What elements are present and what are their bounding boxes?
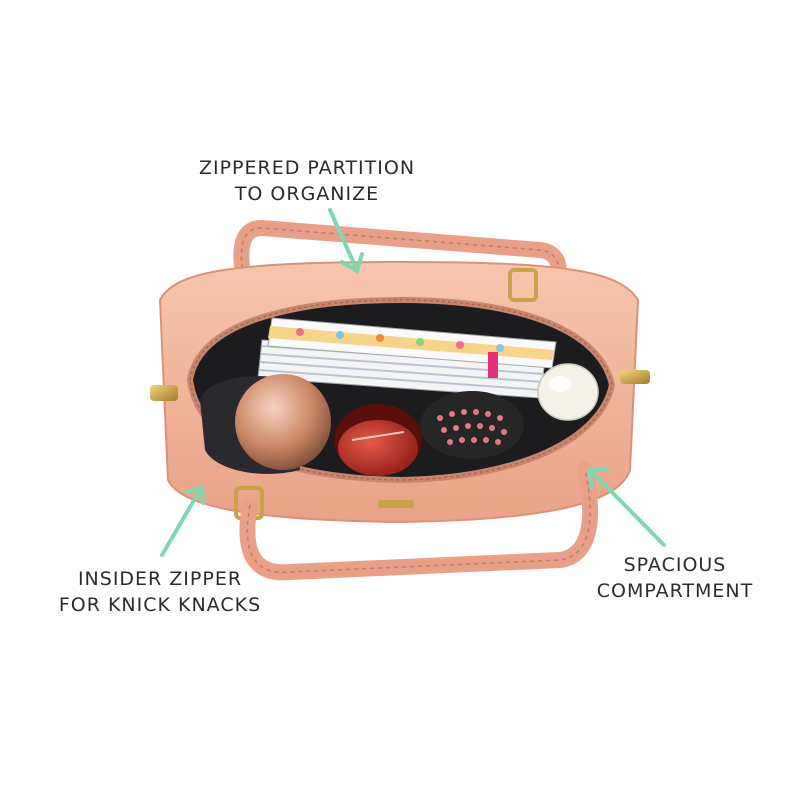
red-jar xyxy=(334,404,422,476)
notebooks xyxy=(257,317,557,399)
hairbrush xyxy=(420,391,524,459)
callout-left-line2: FOR KNICK KNACKS xyxy=(58,594,262,616)
callout-left-line1: INSIDER ZIPPER xyxy=(77,568,243,590)
bottle-cap xyxy=(537,363,599,421)
zipper-hardware xyxy=(150,268,650,520)
callout-right-line1: SPACIOUS xyxy=(623,554,727,576)
arrow-top xyxy=(328,208,364,275)
callout-spacious-compartment: SPACIOUS COMPARTMENT xyxy=(560,552,790,604)
callout-right-line2: COMPARTMENT xyxy=(596,580,754,602)
compact-mirror xyxy=(200,374,331,474)
callout-top-line1: ZIPPERED PARTITION xyxy=(198,157,416,179)
callout-top-line2: TO ORGANIZE xyxy=(234,183,380,205)
arrow-right xyxy=(586,468,666,547)
callout-zippered-partition: ZIPPERED PARTITION TO ORGANIZE xyxy=(0,155,614,207)
callout-arrows xyxy=(160,208,666,557)
arrow-left xyxy=(160,484,205,557)
callout-insider-zipper: INSIDER ZIPPER FOR KNICK KNACKS xyxy=(40,566,280,618)
